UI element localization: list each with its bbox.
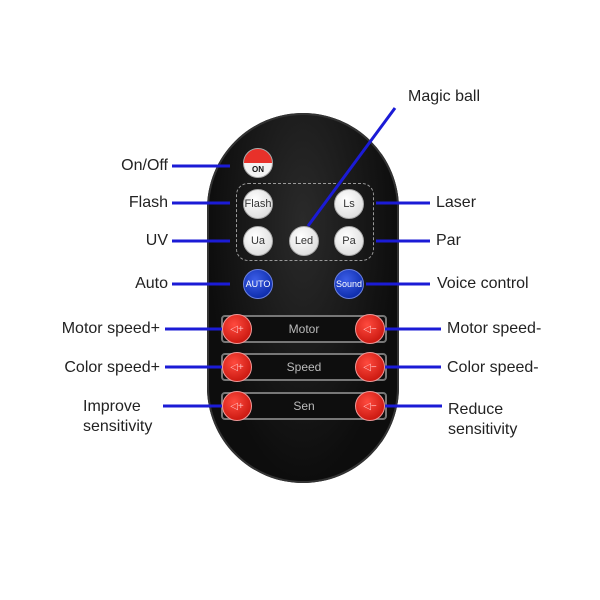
label-par: Par xyxy=(436,232,461,249)
power-label: ON xyxy=(252,165,264,174)
motor-label: Motor xyxy=(288,322,320,336)
motor-minus-button[interactable]: ◁− xyxy=(355,314,385,344)
led-button[interactable]: Led xyxy=(289,226,319,256)
sen-minus-button[interactable]: ◁− xyxy=(355,391,385,421)
label-flash: Flash xyxy=(128,194,168,211)
label-reduce: Reduce xyxy=(448,401,504,418)
label-improve: Improve xyxy=(83,398,141,415)
label-color-speed-minus: Color speed- xyxy=(447,359,539,376)
label-motor-speed-plus: Motor speed+ xyxy=(61,320,160,337)
flash-button[interactable]: Flash xyxy=(243,189,273,219)
remote-control-body xyxy=(207,113,399,483)
sen-plus-button[interactable]: ◁+ xyxy=(222,391,252,421)
sen-label: Sen xyxy=(293,399,315,413)
dashed-group-frame xyxy=(236,183,374,261)
speed-label: Speed xyxy=(286,360,322,374)
label-improve-sensitivity: sensitivity xyxy=(83,418,153,435)
label-on-off: On/Off xyxy=(121,157,168,174)
speed-plus-button[interactable]: ◁+ xyxy=(222,352,252,382)
power-button[interactable]: ON xyxy=(243,148,273,178)
label-color-speed-plus: Color speed+ xyxy=(64,359,160,376)
line-magic-ball xyxy=(306,107,397,227)
label-motor-speed-minus: Motor speed- xyxy=(447,320,542,337)
sound-button[interactable]: Sound xyxy=(334,269,364,299)
label-reduce-sensitivity: sensitivity xyxy=(448,421,518,438)
auto-button[interactable]: AUTO xyxy=(243,269,273,299)
label-auto: Auto xyxy=(135,275,168,292)
label-uv: UV xyxy=(145,232,168,249)
label-magic-ball: Magic ball xyxy=(408,88,481,105)
speed-minus-button[interactable]: ◁− xyxy=(355,352,385,382)
motor-plus-button[interactable]: ◁+ xyxy=(222,314,252,344)
label-voice-control: Voice control xyxy=(437,275,529,292)
par-button[interactable]: Pa xyxy=(334,226,364,256)
laser-button[interactable]: Ls xyxy=(334,189,364,219)
uv-button[interactable]: Ua xyxy=(243,226,273,256)
label-laser: Laser xyxy=(436,194,477,211)
